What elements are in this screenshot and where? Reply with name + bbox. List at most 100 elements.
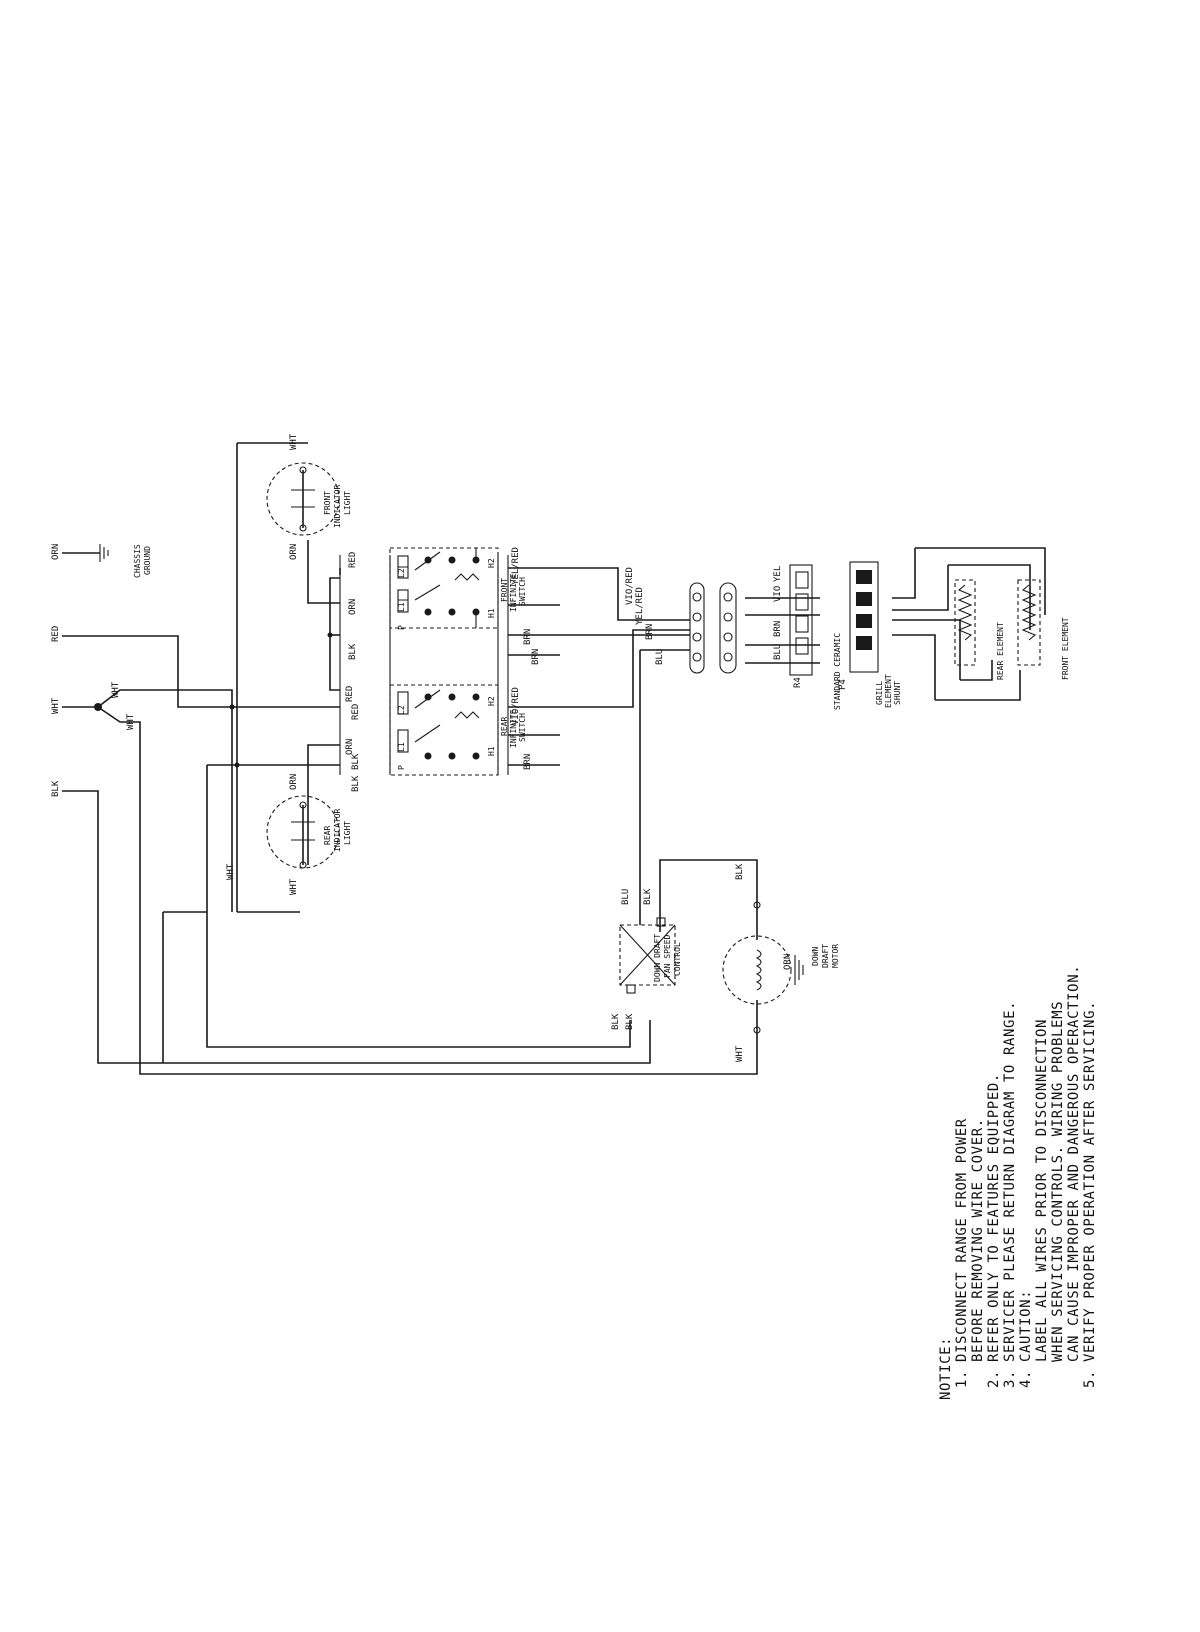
rear-h2: H2 — [487, 696, 496, 706]
fan-blk-1: BLK — [643, 888, 653, 905]
front-light-label-1: FRONT — [323, 491, 332, 515]
rear-switch-red-1: RED — [345, 686, 355, 702]
front-switch-orn: ORN — [348, 599, 358, 615]
front-switch-label-2: INFINITE — [509, 573, 518, 612]
grill-label-3: SHUNT — [893, 681, 902, 705]
wht-wire-label-2: WHT — [111, 681, 121, 698]
p4-label: P4 — [838, 679, 848, 690]
front-h2: H2 — [487, 558, 496, 568]
notice-line-5: VERIFY PROPER OPERATION AFTER SERVICING. — [1082, 1001, 1098, 1362]
notice-line-3: SERVICER PLEASE RETURN DIAGRAM TO RANGE. — [1002, 1001, 1018, 1362]
r4-label: R4 — [793, 677, 803, 688]
standard-ceramic-label: STANDARD CERAMIC — [833, 633, 842, 710]
terminal-block-2 — [689, 582, 705, 674]
notice-num-4: 4. — [1018, 1370, 1034, 1388]
rear-light-wht-2: WHT — [226, 863, 236, 880]
front-switch-yel-red: YEL/RED — [511, 547, 521, 585]
red-wire-label: RED — [51, 626, 61, 642]
fan-blk-3: BLK — [625, 1013, 635, 1030]
rear-switch-brn: BRN — [523, 754, 533, 770]
fan-blu: BLU — [621, 889, 631, 905]
junction-dots — [94, 632, 333, 768]
rear-p: P — [397, 765, 406, 770]
rear-l2: L2 — [397, 705, 406, 715]
notice-num-2: 2. — [986, 1370, 1002, 1388]
tb-blu: BLU — [655, 649, 665, 665]
notice-num-5: 5. — [1082, 1370, 1098, 1388]
front-switch-red: RED — [348, 552, 358, 568]
rear-element — [954, 579, 976, 666]
motor-blk: BLK — [735, 863, 745, 880]
switch-rails — [339, 555, 509, 775]
rear-switch-blk-2: BLK — [351, 775, 361, 792]
front-switch-label-1: FRONT — [500, 578, 509, 602]
tb-brn: BRN — [645, 624, 655, 640]
rear-indicator-light — [266, 795, 340, 869]
fan-label-3: CONTROL — [673, 942, 682, 976]
chassis-label: CHASSIS — [133, 544, 142, 578]
rear-light-label-3: LIGHT — [343, 821, 352, 845]
rear-switch-vio-red: VIO/RED — [511, 687, 521, 725]
rear-switch-label-2: INFINITE — [509, 709, 518, 748]
front-switch-brn-2: BRN — [531, 649, 541, 665]
front-light-wht: WHT — [289, 433, 299, 450]
rear-switch-blk-1: BLK — [351, 753, 361, 770]
front-light-label-3: LIGHT — [343, 491, 352, 515]
fan-speed-control — [619, 917, 676, 994]
sc-yel: YEL — [773, 566, 783, 582]
motor-grn: ORN — [783, 954, 793, 970]
rear-light-label-1: REAR — [323, 826, 332, 845]
rear-switch-orn: ORN — [345, 739, 355, 755]
labels: ORN RED WHT BLK WHT WHT CHASSIS GROUND F… — [51, 433, 1070, 1062]
front-switch-blk: BLK — [348, 643, 358, 660]
sc-blu: BLU — [773, 644, 783, 660]
front-switch-brn-1: BRN — [523, 629, 533, 645]
front-light-orn: ORN — [289, 544, 299, 560]
tb-yel-red: YEL/RED — [635, 587, 645, 625]
blk-wire-label: BLK — [51, 780, 61, 797]
notice-line-4b: LABEL ALL WIRES PRIOR TO DISCONNECTION — [1034, 1019, 1050, 1362]
front-l1: L1 — [397, 602, 406, 612]
rear-switch-label-3: SWITCH — [518, 713, 527, 742]
rear-light-orn: ORN — [289, 774, 299, 790]
fan-label-1: DOWN DRAFT — [653, 934, 662, 982]
notice-num-3: 3. — [1002, 1370, 1018, 1388]
front-switch-label-3: SWITCH — [518, 577, 527, 606]
wiring-lines — [62, 442, 1046, 1075]
fan-label-2: FAN SPEED — [663, 934, 672, 978]
front-element-label: FRONT ELEMENT — [1061, 617, 1070, 680]
notice-line-4c: WHEN SERVICING CONTROLS. WIRING PROBLEMS — [1050, 1001, 1066, 1362]
motor-label-1: DOWN — [811, 947, 820, 966]
rear-h1: H1 — [487, 746, 496, 756]
front-indicator-light — [266, 462, 340, 536]
notice-line-1b: BEFORE REMOVING WIRE COVER. — [970, 1118, 986, 1362]
grill-label-2: ELEMENT — [884, 674, 893, 708]
rear-infinite-switch — [389, 684, 499, 776]
motor-label-2: DRAFT — [821, 944, 830, 968]
orn-wire-label: ORN — [51, 544, 61, 560]
wht-wire-label: WHT — [51, 697, 61, 714]
grill-element-shunt — [849, 561, 879, 673]
notice-num-1: 1. — [954, 1370, 970, 1388]
sc-vio: VIO — [773, 586, 783, 602]
ground-label: GROUND — [143, 546, 152, 575]
fan-blk-2: BLK — [611, 1013, 621, 1030]
notice-line-4d: CAN CAUSE IMPROPER AND DANGEROUS OPERACT… — [1066, 965, 1082, 1362]
standard-ceramic-connector — [789, 564, 813, 676]
rear-light-wht: WHT — [289, 878, 299, 895]
front-l2: L2 — [397, 568, 406, 578]
motor-wht: WHT — [735, 1045, 745, 1062]
rear-switch-red-2: RED — [351, 704, 361, 720]
notice-line-4: CAUTION: — [1018, 1290, 1034, 1362]
front-element — [1017, 579, 1041, 666]
terminal-block-3 — [719, 582, 737, 674]
rear-l1: L1 — [397, 742, 406, 752]
rear-element-label: REAR ELEMENT — [996, 622, 1005, 680]
notice-line-1: DISCONNECT RANGE FROM POWER — [954, 1118, 970, 1362]
front-light-label-2: INDICATOR — [333, 484, 342, 528]
notice-heading: NOTICE: — [938, 1337, 954, 1400]
rear-light-label-2: INDICATOR — [333, 808, 342, 852]
sc-brn: BRN — [773, 621, 783, 637]
tb-vio-red: VIO/RED — [625, 567, 635, 605]
